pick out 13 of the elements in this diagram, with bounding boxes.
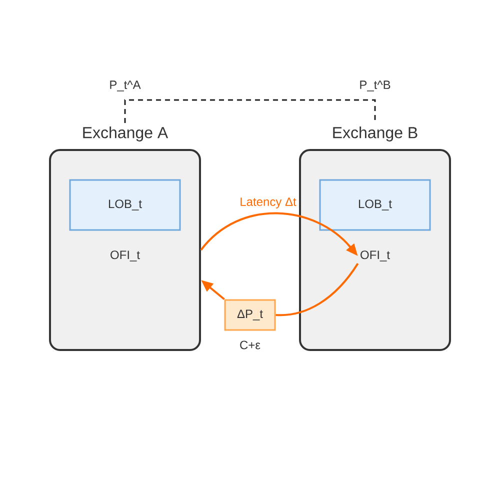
connector-line	[124, 99, 376, 123]
price-label: P_t^B	[360, 80, 390, 92]
price-label: P_t^A	[110, 80, 141, 92]
variable-label: OFI_t	[110, 250, 140, 262]
order-book-box: LOB_t	[69, 179, 181, 231]
box-heading: Exchange B	[333, 126, 418, 142]
connector-line	[276, 263, 359, 316]
edge-label: Latency Δt	[238, 196, 298, 210]
order-book-box: LOB_t	[319, 179, 431, 231]
box-heading: Exchange A	[83, 126, 168, 142]
note-label: C+ε	[240, 340, 260, 350]
price-change-box: ΔP_t	[224, 299, 276, 331]
variable-label: OFI_t	[360, 250, 390, 262]
